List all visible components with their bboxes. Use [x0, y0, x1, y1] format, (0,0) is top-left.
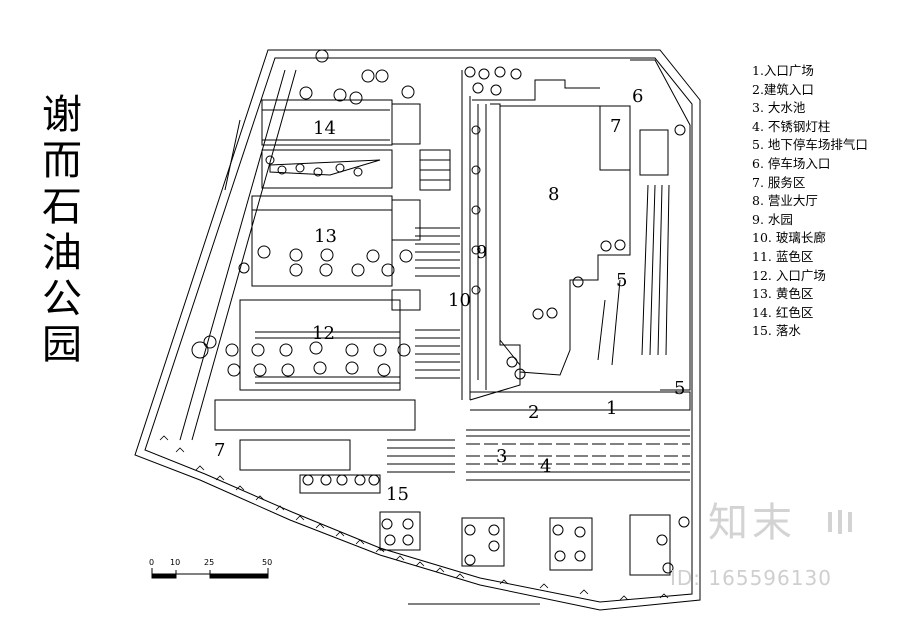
legend-item: 9. 水园: [752, 211, 793, 227]
title-char: 而: [42, 138, 82, 184]
map-label-4: 4: [540, 456, 552, 477]
map-label-3: 3: [496, 446, 508, 467]
border-shrubs: [159, 435, 669, 601]
legend-item: 11. 蓝色区: [752, 248, 814, 264]
watermark-text: 知末: [708, 500, 796, 546]
title-char: 园: [42, 322, 82, 368]
legend-item: 4. 不锈钢灯柱: [752, 118, 831, 134]
legend-item: 2.建筑入口: [752, 81, 814, 97]
legend-item: 15. 落水: [752, 323, 801, 339]
legend-item: 1.入口广场: [752, 63, 814, 78]
map-label-1: 1: [606, 398, 618, 419]
site-boundary-inner: [144, 57, 693, 603]
legend-item: 5. 地下停车场排气口: [752, 137, 868, 153]
map-label-9: 9: [476, 242, 488, 263]
legend-item: 14. 红色区: [752, 304, 814, 320]
map-label-7-right: 7: [610, 116, 622, 137]
map-label-2: 2: [528, 402, 540, 423]
service-block-right: [599, 105, 631, 171]
title-char: 谢: [42, 92, 82, 138]
title-char: 公: [42, 276, 82, 322]
legend: 1.入口广场 2.建筑入口 3. 大水池 4. 不锈钢灯柱 5. 地下停车场排气…: [752, 62, 892, 341]
scale-label-50: 50: [262, 558, 273, 567]
legend-item: 13. 黄色区: [752, 286, 814, 302]
central-gallery: [461, 70, 600, 401]
legend-item: 6. 停车场入口: [752, 155, 831, 171]
title-char: 石: [42, 184, 82, 230]
left-zone-buildings: [214, 99, 460, 473]
watermark-id: ID: 165596130: [670, 566, 832, 590]
legend-item: 8. 营业大厅: [752, 193, 818, 209]
title-char: 油: [42, 230, 82, 276]
map-label-6: 6: [632, 86, 644, 107]
legend-item: 12. 入口广场: [752, 267, 826, 283]
diagonal-walk: [179, 69, 297, 441]
vent-strips: [597, 184, 670, 366]
legend-item: 7. 服务区: [752, 174, 806, 190]
plan-title: 谢 而 石 油 公 园: [38, 92, 86, 368]
main-hall-outline: [499, 105, 631, 376]
map-label-5-upper: 5: [616, 270, 628, 291]
map-label-5-lower: 5: [674, 378, 686, 399]
scale-label-0: 0: [149, 558, 155, 567]
map-label-12: 12: [312, 323, 335, 344]
scale-bar: [151, 568, 269, 579]
map-label-15: 15: [386, 484, 409, 505]
watermark-logo-icon: [828, 510, 852, 534]
scale-label-10: 10: [170, 558, 181, 567]
map-label-14: 14: [313, 118, 336, 139]
big-pool: [466, 391, 691, 481]
lower-planters: [299, 474, 671, 576]
map-label-10: 10: [448, 290, 471, 311]
map-label-13: 13: [314, 226, 337, 247]
scale-label-25: 25: [204, 558, 215, 567]
parking-entrance: [630, 59, 691, 391]
map-label-7-left: 7: [214, 440, 226, 461]
site-boundary-outer: [134, 49, 701, 611]
trees: [191, 49, 690, 574]
legend-item: 10. 玻璃长廊: [752, 230, 826, 246]
map-label-8: 8: [548, 184, 560, 205]
legend-item: 3. 大水池: [752, 100, 806, 116]
